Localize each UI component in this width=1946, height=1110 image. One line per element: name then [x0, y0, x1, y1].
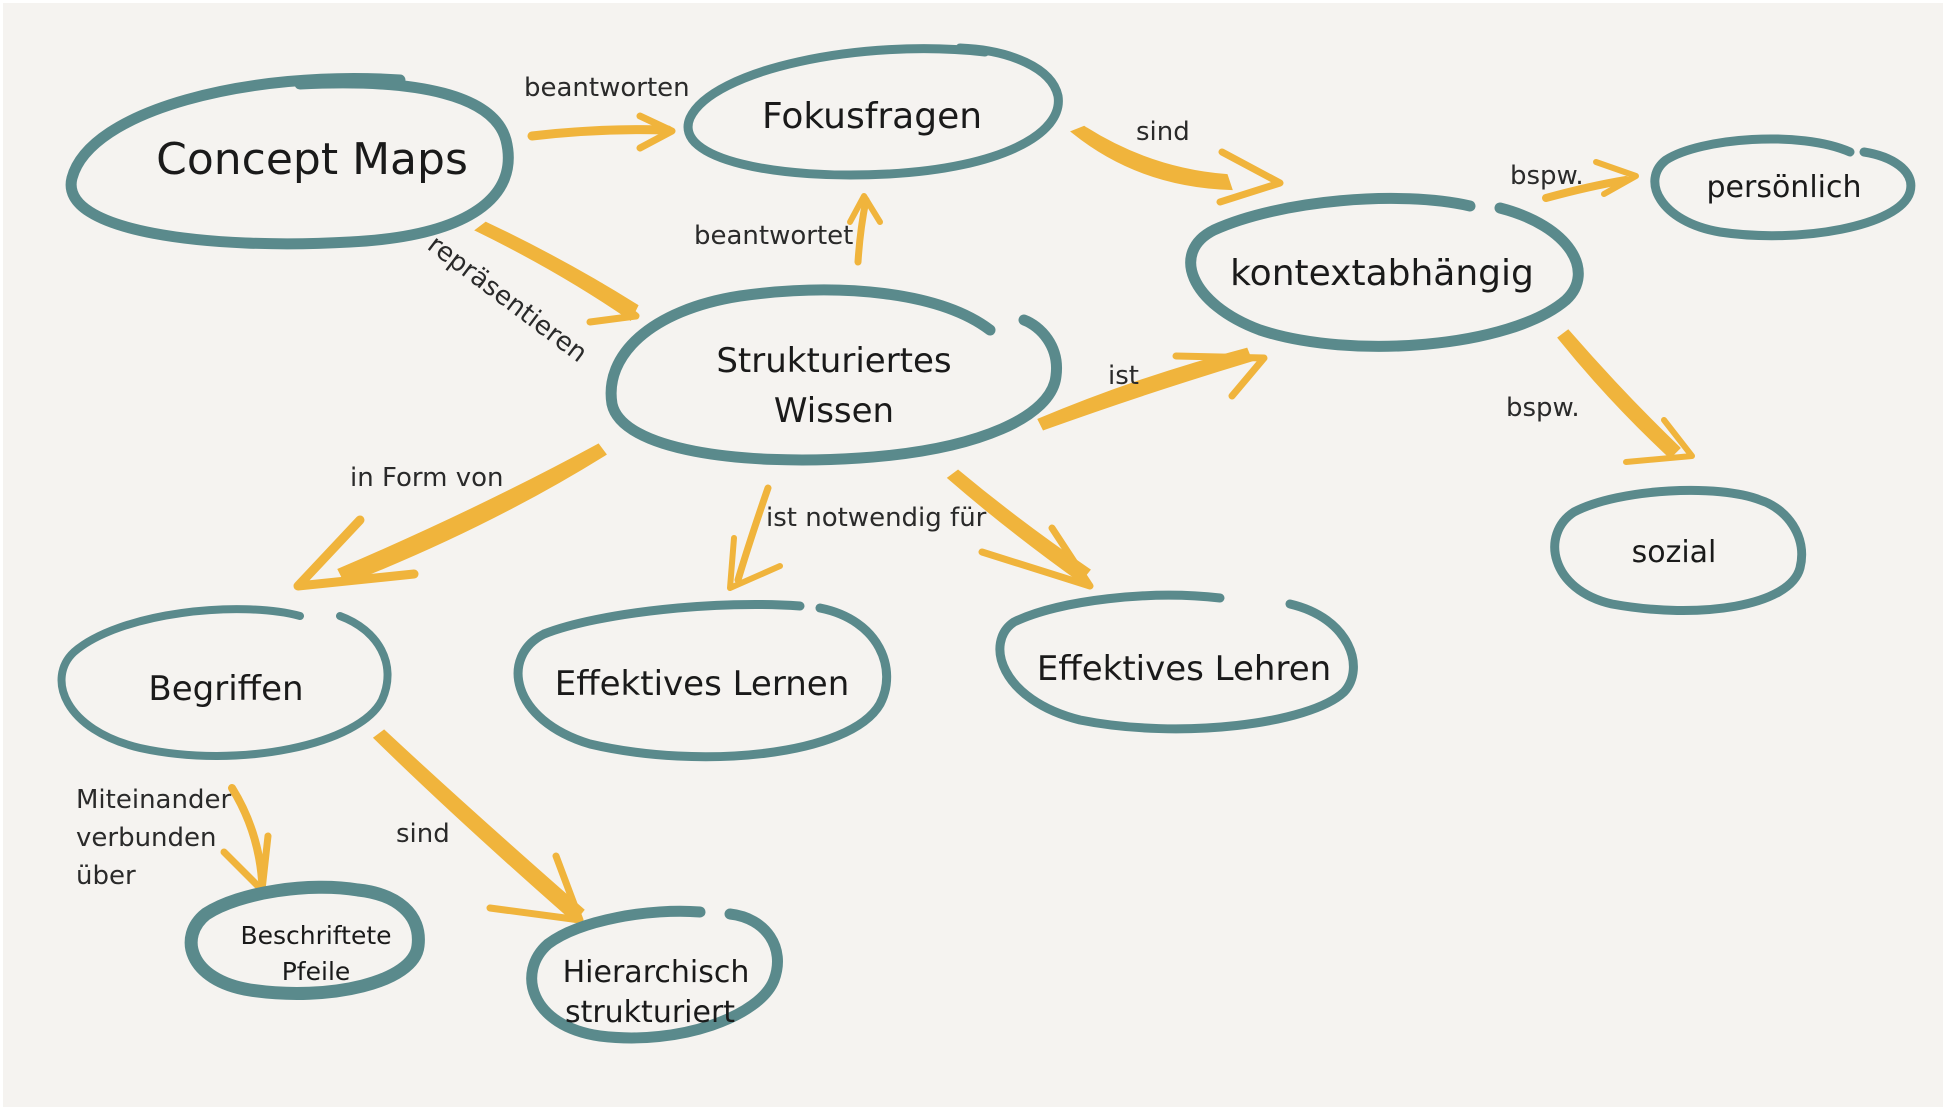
node-kontextabhaengig: kontextabhängig [1230, 253, 1534, 294]
node-persoenlich: persönlich [1706, 170, 1861, 205]
arrow-beantwortet [847, 193, 883, 266]
node-labels: Concept Maps Fokusfragen Strukturiertes … [148, 96, 1861, 1030]
edge-label-sind-bottom: sind [396, 819, 450, 849]
arrow-beantworten [527, 112, 676, 152]
node-strukturiertes-wissen-line1: Strukturiertes [716, 341, 951, 381]
edge-label-bspw-top: bspw. [1510, 161, 1584, 191]
arrow-repraesentieren [474, 221, 640, 326]
arrow-sind-top [1070, 125, 1284, 206]
node-begriffen: Begriffen [148, 669, 303, 709]
arrow-ist [1037, 347, 1268, 431]
edge-label-bspw-bottom: bspw. [1506, 393, 1580, 423]
edge-label-miteinander-line2: verbunden [76, 823, 217, 853]
node-beschriftete-pfeile-line2: Pfeile [282, 957, 351, 986]
ellipse-concept-maps [65, 72, 514, 250]
node-strukturiertes-wissen-line2: Wissen [774, 391, 894, 431]
edge-label-miteinander-line3: über [76, 861, 136, 891]
edge-label-miteinander-line1: Miteinander [76, 785, 231, 815]
node-hierarchisch-line1: Hierarchisch [563, 955, 750, 990]
ellipse-hierarchisch [526, 905, 783, 1044]
node-sozial: sozial [1632, 535, 1717, 570]
ellipse-kontextabhaengig [1185, 192, 1584, 352]
node-concept-maps: Concept Maps [156, 134, 468, 185]
arrows [220, 112, 1695, 924]
edge-label-ist-notwendig-fuer: ist notwendig für [766, 503, 987, 533]
ellipse-begriffen [57, 605, 392, 760]
ellipse-sozial [1550, 485, 1807, 616]
node-ellipses [57, 43, 1916, 1044]
arrow-ist-notwendig-right [946, 469, 1094, 590]
arrow-in-form-von [293, 443, 607, 591]
edge-label-beantworten: beantworten [524, 73, 690, 103]
ellipse-effektives-lernen [513, 599, 892, 762]
edge-label-in-form-von: in Form von [350, 463, 504, 493]
edge-label-beantwortet: beantwortet [694, 221, 853, 251]
ellipse-strukturiertes-wissen [605, 284, 1062, 466]
node-effektives-lernen: Effektives Lernen [555, 664, 850, 704]
arrow-bspw-top [1542, 159, 1639, 202]
arrow-sind-bottom [372, 729, 585, 924]
edge-label-ist: ist [1108, 361, 1139, 391]
node-beschriftete-pfeile-line1: Beschriftete [240, 921, 391, 950]
ellipse-persoenlich [1650, 134, 1916, 241]
node-fokusfragen: Fokusfragen [762, 96, 982, 137]
arrow-bspw-bottom [1557, 329, 1695, 465]
ellipse-effektives-lehren [995, 590, 1358, 734]
arrow-ist-notwendig-left [727, 484, 783, 591]
ellipse-beschriftete-pfeile [184, 880, 425, 1000]
node-effektives-lehren: Effektives Lehren [1037, 649, 1331, 689]
node-hierarchisch-line2: strukturiert [565, 995, 735, 1030]
edge-label-sind-top: sind [1136, 117, 1190, 147]
ellipse-fokusfragen [683, 43, 1063, 180]
